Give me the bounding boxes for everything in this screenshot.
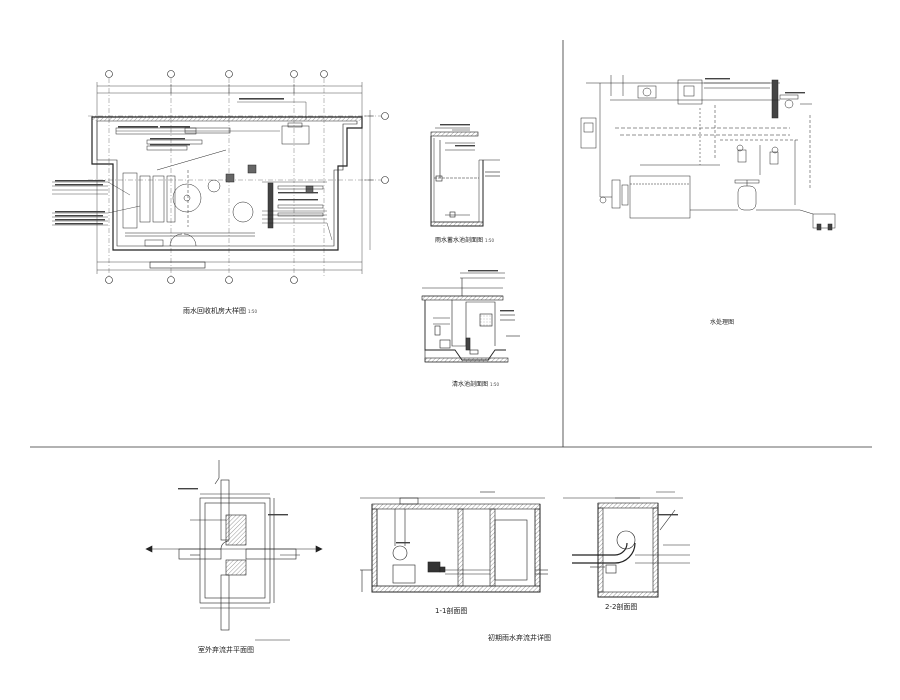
clear-pool-section-title-text: 清水池剖面图 xyxy=(452,381,489,388)
room-walls xyxy=(91,116,363,251)
well-plan-title: 室外弃流井平面图 xyxy=(198,645,254,655)
section-2-2-title: 2-2剖面图 xyxy=(605,602,637,612)
room-plan-scale: 1:50 xyxy=(248,309,257,314)
section-1-1-title-text: 1-1剖面图 xyxy=(435,607,468,615)
well-plan-drawing xyxy=(145,460,323,641)
leader-lines-right xyxy=(116,101,333,241)
section-1-1-title: 1-1剖面图 xyxy=(435,606,467,616)
section-1-1-drawing xyxy=(360,491,548,593)
tank-section-drawing xyxy=(430,127,500,227)
flow-diagram-drawing xyxy=(580,75,836,231)
clear-pool-section-drawing xyxy=(421,272,520,363)
room-plan-title-text: 雨水回收机房大样图 xyxy=(183,307,246,315)
discard-well-detail-title-text: 初期雨水弃流井详图 xyxy=(488,634,551,642)
section-2-2-drawing xyxy=(563,491,690,598)
equipment xyxy=(115,122,324,247)
sheet-dividers xyxy=(30,40,872,448)
grid-axis-bubbles xyxy=(88,70,389,284)
dimension-lines xyxy=(96,82,374,274)
tank-section-title-text: 雨水蓄水池剖面图 xyxy=(435,237,484,244)
leader-lines-left xyxy=(52,181,141,226)
room-plan-drawing xyxy=(52,70,389,284)
well-plan-title-text: 室外弃流井平面图 xyxy=(198,646,254,654)
section-2-2-title-text: 2-2剖面图 xyxy=(605,603,638,611)
clear-pool-section-scale: 1:50 xyxy=(490,382,499,387)
discard-well-detail-title: 初期雨水弃流井详图 xyxy=(488,633,551,643)
flow-diagram-title-text: 水处理图 xyxy=(710,319,735,326)
tank-section-scale: 1:50 xyxy=(485,238,494,243)
annotation-marks xyxy=(55,78,805,544)
flow-diagram-title: 水处理图 xyxy=(710,317,734,326)
